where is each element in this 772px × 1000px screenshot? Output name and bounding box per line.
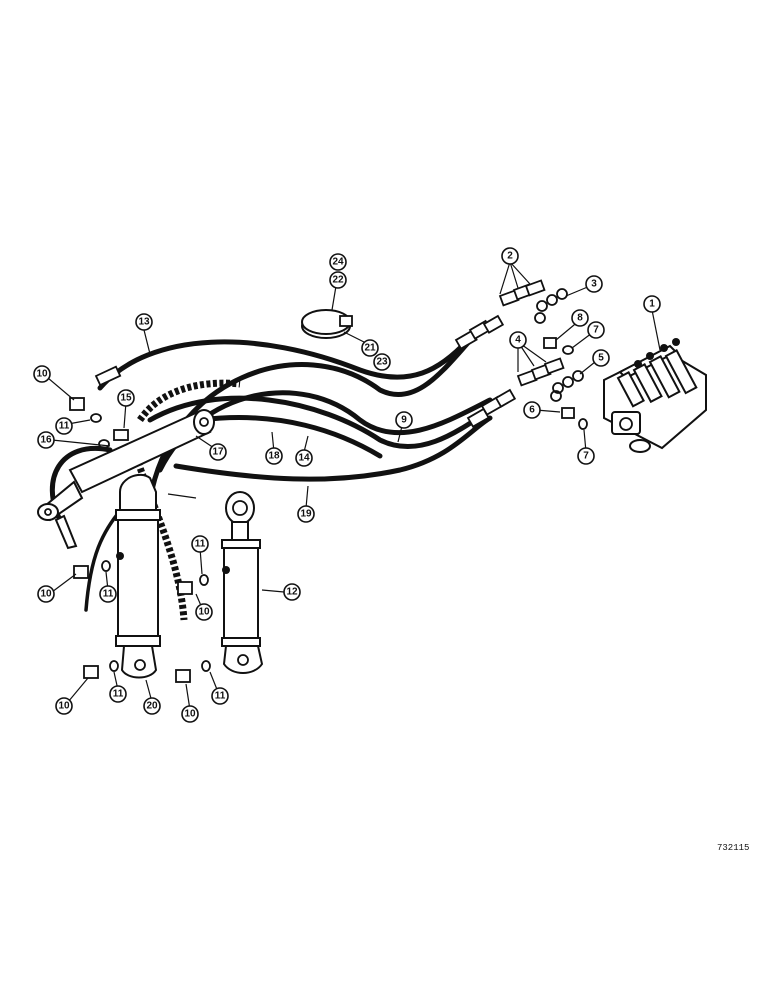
callout-10e: 10 <box>195 603 213 621</box>
callout-10d: 10 <box>181 705 199 723</box>
hose-end-fittings <box>94 314 517 428</box>
callout-1: 1 <box>643 295 661 313</box>
callout-1-label: 1 <box>649 299 655 310</box>
callout-12-label: 12 <box>286 587 298 598</box>
callout-20: 20 <box>143 697 161 715</box>
callout-2: 2 <box>501 247 519 265</box>
callout-22: 22 <box>329 271 347 289</box>
callout-8-label: 8 <box>577 313 583 324</box>
callout-24-label: 24 <box>332 257 344 268</box>
callout-7a-label: 7 <box>593 325 599 336</box>
callout-22-label: 22 <box>332 275 344 286</box>
callout-10b-label: 10 <box>40 589 52 600</box>
plugs-and-o-rings <box>543 337 588 430</box>
callout-19: 19 <box>297 505 315 523</box>
callout-11d-label: 11 <box>215 691 226 702</box>
callout-6: 6 <box>523 401 541 419</box>
callout-10a-label: 10 <box>36 369 48 380</box>
callout-14: 14 <box>295 449 313 467</box>
callout-10d-label: 10 <box>184 709 196 720</box>
callout-13: 13 <box>135 313 153 331</box>
callout-15-label: 15 <box>120 393 132 404</box>
callout-7a: 7 <box>587 321 605 339</box>
control-valve <box>603 338 707 453</box>
callout-3-label: 3 <box>591 279 597 290</box>
callout-23: 23 <box>373 353 391 371</box>
callout-19-label: 19 <box>300 509 312 520</box>
callout-11b-label: 11 <box>103 589 114 600</box>
callout-18: 18 <box>265 447 283 465</box>
callout-3: 3 <box>585 275 603 293</box>
callout-9: 9 <box>395 411 413 429</box>
callout-6-label: 6 <box>529 405 535 416</box>
swing-cylinder <box>37 409 215 550</box>
callout-10a: 10 <box>33 365 51 383</box>
tee-fittings-upper <box>498 279 568 324</box>
callout-5: 5 <box>592 349 610 367</box>
callout-18-label: 18 <box>268 451 280 462</box>
callout-17: 17 <box>209 443 227 461</box>
elbow-fittings <box>69 397 211 683</box>
callout-16-label: 16 <box>40 435 52 446</box>
tee-fittings-lower <box>516 357 584 402</box>
callout-11b: 11 <box>99 585 117 603</box>
callout-21: 21 <box>361 339 379 357</box>
callout-10c-label: 10 <box>58 701 70 712</box>
callout-4: 4 <box>509 331 527 349</box>
callout-16: 16 <box>37 431 55 449</box>
callout-11c-label: 11 <box>113 689 124 700</box>
hose-clamp <box>301 309 353 339</box>
lift-cylinder-left <box>115 473 161 679</box>
callout-2-label: 2 <box>507 251 513 262</box>
callout-5-label: 5 <box>598 353 604 364</box>
callout-15: 15 <box>117 389 135 407</box>
callout-10c: 10 <box>55 697 73 715</box>
callout-11e-label: 11 <box>195 539 206 550</box>
callout-11e: 11 <box>191 535 209 553</box>
callout-13-label: 13 <box>138 317 150 328</box>
callout-8: 8 <box>571 309 589 327</box>
callout-11c: 11 <box>109 685 127 703</box>
callout-7b: 7 <box>577 447 595 465</box>
callout-11d: 11 <box>211 687 229 705</box>
callout-23-label: 23 <box>376 357 388 368</box>
lift-cylinder-right <box>221 491 264 674</box>
callout-7b-label: 7 <box>583 451 589 462</box>
callout-4-label: 4 <box>515 335 521 346</box>
callout-10e-label: 10 <box>198 607 210 618</box>
callout-12: 12 <box>283 583 301 601</box>
figure-code: 732115 <box>717 843 750 853</box>
callout-24: 24 <box>329 253 347 271</box>
callout-20-label: 20 <box>146 701 158 712</box>
callout-14-label: 14 <box>298 453 310 464</box>
callout-11a-label: 11 <box>59 421 70 432</box>
callout-21-label: 21 <box>364 343 376 354</box>
callout-10b: 10 <box>37 585 55 603</box>
callout-17-label: 17 <box>212 447 224 458</box>
callout-11a: 11 <box>55 417 73 435</box>
callout-9-label: 9 <box>401 415 407 426</box>
